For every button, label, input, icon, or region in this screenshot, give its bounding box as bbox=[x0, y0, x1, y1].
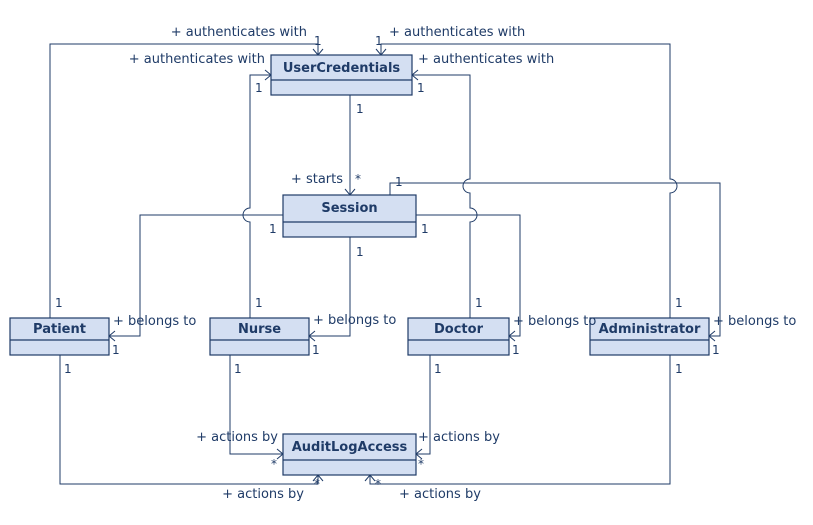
class-name-usercredentials: UserCredentials bbox=[283, 61, 401, 76]
connector-doctor-auditlogaccess bbox=[416, 355, 431, 455]
class-session[interactable]: Session bbox=[282, 194, 417, 238]
label-actions-by-doctor: + actions by bbox=[418, 430, 500, 445]
connector-doctor-usercredentials bbox=[412, 74, 478, 318]
mult-session-nurse-end: 1 bbox=[356, 245, 364, 259]
class-nurse[interactable]: Nurse bbox=[209, 317, 310, 356]
class-usercredentials[interactable]: UserCredentials bbox=[270, 54, 413, 96]
label-actions-by-administrator: + actions by bbox=[399, 487, 481, 502]
class-name-nurse: Nurse bbox=[238, 322, 281, 337]
label-actions-by-patient: + actions by bbox=[222, 487, 304, 502]
label-authenticates-with-patient: + authenticates with bbox=[171, 25, 307, 40]
class-patient[interactable]: Patient bbox=[9, 317, 110, 356]
connector-nurse-usercredentials bbox=[242, 74, 271, 318]
label-belongs-to-patient: + belongs to bbox=[113, 314, 196, 329]
mult-patient-bottom: 1 bbox=[64, 362, 72, 376]
mult-uc-doctor-end: 1 bbox=[417, 81, 425, 95]
label-belongs-to-doctor: + belongs to bbox=[513, 314, 596, 329]
mult-session-doctor-end: 1 bbox=[421, 222, 429, 236]
label-belongs-to-nurse: + belongs to bbox=[313, 313, 396, 328]
class-name-patient: Patient bbox=[33, 322, 86, 337]
label-authenticates-with-nurse: + authenticates with bbox=[129, 52, 265, 67]
mult-admin-top: 1 bbox=[675, 296, 683, 310]
mult-doctor-top: 1 bbox=[475, 296, 483, 310]
class-name-auditlogaccess: AuditLogAccess bbox=[292, 440, 408, 455]
mult-nurse-bottom: 1 bbox=[234, 362, 242, 376]
connector-administrator-usercredentials bbox=[380, 43, 678, 318]
mult-audit-nurse-many: * bbox=[271, 457, 277, 471]
mult-nurse-right: 1 bbox=[312, 343, 320, 357]
mult-admin-bottom: 1 bbox=[675, 362, 683, 376]
label-authenticates-with-administrator: + authenticates with bbox=[389, 25, 525, 40]
class-auditlogaccess[interactable]: AuditLogAccess bbox=[282, 433, 417, 476]
connector-nurse-auditlogaccess bbox=[229, 355, 283, 455]
label-belongs-to-administrator: + belongs to bbox=[713, 314, 796, 329]
mult-audit-patient-many: * bbox=[314, 477, 320, 491]
class-name-session: Session bbox=[321, 201, 377, 216]
mult-doctor-right: 1 bbox=[512, 343, 520, 357]
mult-nurse-top: 1 bbox=[255, 296, 263, 310]
connector-session-administrator bbox=[389, 182, 721, 337]
mult-session-many: * bbox=[355, 172, 361, 186]
mult-doctor-bottom: 1 bbox=[434, 362, 442, 376]
mult-uc-patient-end: 1 bbox=[314, 34, 322, 48]
mult-admin-right: 1 bbox=[712, 343, 720, 357]
connector-patient-usercredentials bbox=[49, 43, 319, 318]
class-name-doctor: Doctor bbox=[434, 322, 484, 337]
connector-session-nurse bbox=[309, 237, 351, 337]
mult-uc-admin-end: 1 bbox=[375, 34, 383, 48]
connector-session-patient bbox=[109, 214, 283, 337]
class-name-administrator: Administrator bbox=[599, 322, 701, 337]
connector-session-doctor bbox=[416, 214, 521, 337]
mult-session-patient-end: 1 bbox=[269, 222, 277, 236]
mult-audit-admin-many: * bbox=[375, 477, 381, 491]
label-actions-by-nurse: + actions by bbox=[196, 430, 278, 445]
class-administrator[interactable]: Administrator bbox=[589, 317, 710, 356]
mult-uc-session-end: 1 bbox=[356, 102, 364, 116]
connector-administrator-auditlogaccess bbox=[369, 355, 671, 485]
mult-audit-doctor-many: * bbox=[418, 457, 424, 471]
mult-patient-top: 1 bbox=[55, 296, 63, 310]
mult-uc-nurse-end: 1 bbox=[255, 81, 263, 95]
connector-patient-auditlogaccess bbox=[59, 355, 319, 485]
mult-patient-right: 1 bbox=[112, 343, 120, 357]
class-doctor[interactable]: Doctor bbox=[407, 317, 510, 356]
label-authenticates-with-doctor: + authenticates with bbox=[418, 52, 554, 67]
label-starts: + starts bbox=[291, 172, 343, 187]
mult-session-admin-end: 1 bbox=[395, 175, 403, 189]
